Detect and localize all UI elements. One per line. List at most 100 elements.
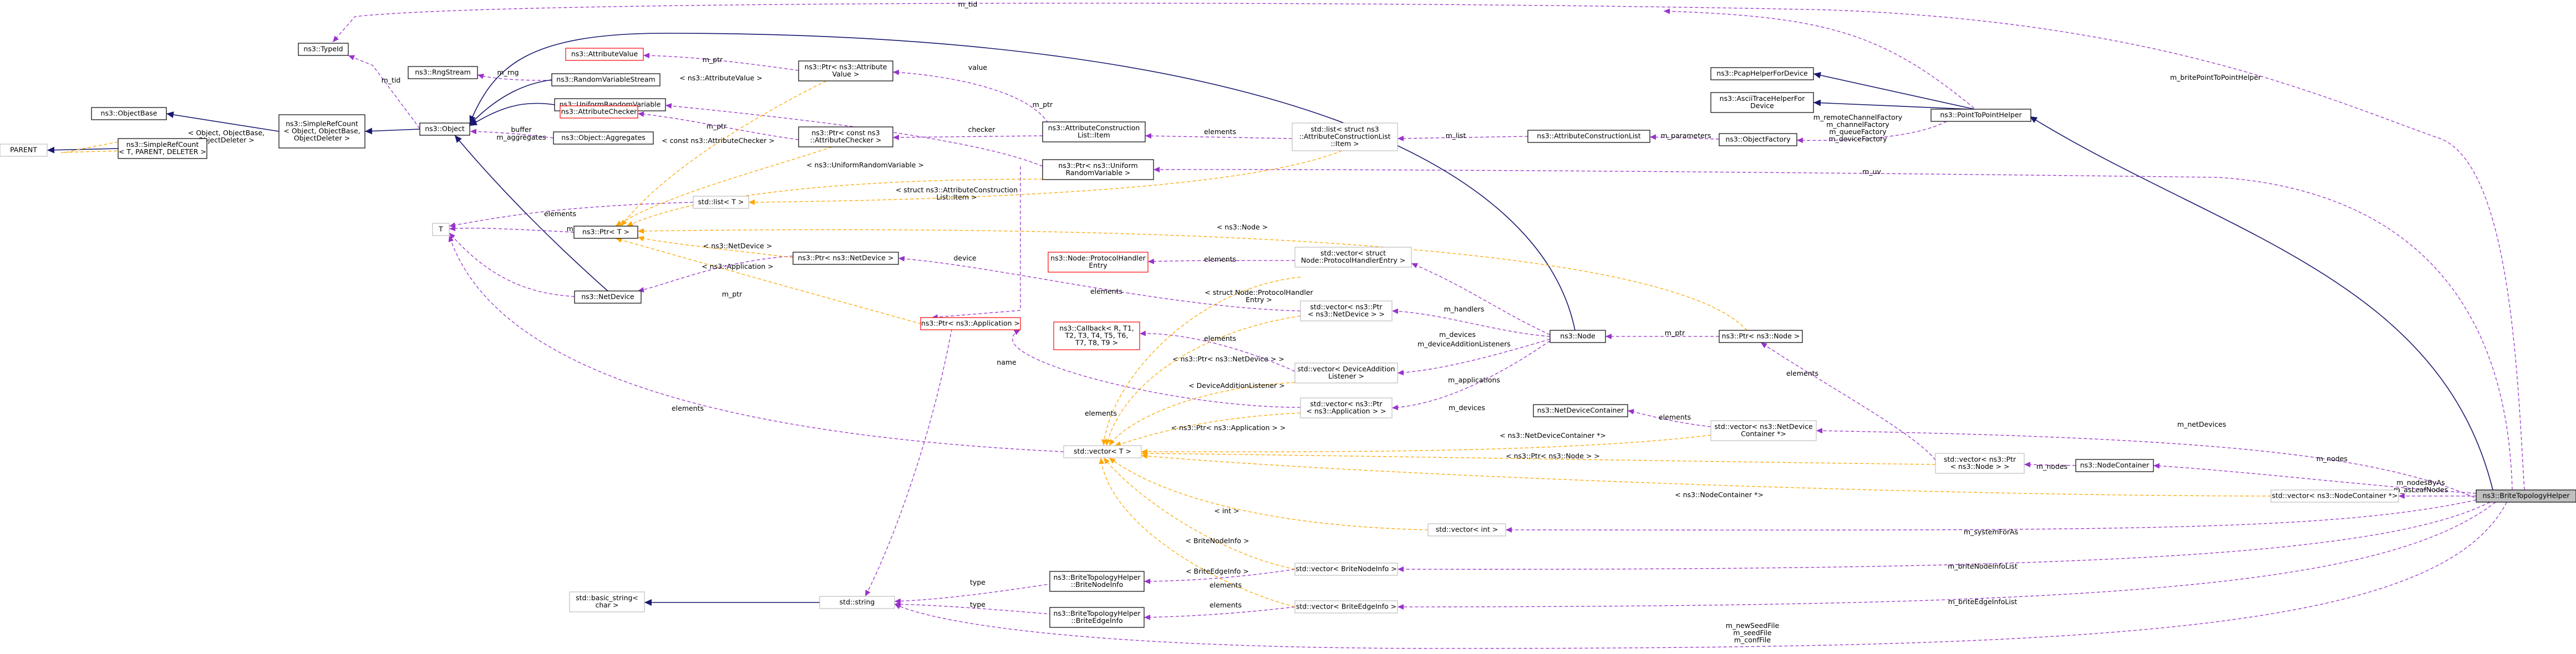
class-node-list-t[interactable]: std::list< T > [693, 196, 749, 209]
class-node-nodecontainer[interactable]: ns3::NodeContainer [2075, 459, 2154, 472]
usage-edge-38 [448, 235, 1064, 452]
class-node-ptr-app[interactable]: ns3::Ptr< ns3::Application > [920, 317, 1021, 330]
template-edge-67 [1114, 412, 1301, 447]
class-node-box [298, 43, 349, 56]
class-node-randvarstream[interactable]: ns3::RandomVariableStream [551, 73, 660, 86]
edge-label-m-handlers: m_handlers [1444, 305, 1485, 313]
class-node-label: ns3::Ptr< ns3::Application > [921, 319, 1020, 328]
class-node-aggregates[interactable]: ns3::Object::Aggregates [553, 131, 654, 145]
usage-edge-26 [1391, 340, 1551, 411]
class-node-attrvalue[interactable]: ns3::AttributeValue [565, 48, 644, 61]
class-node-ptr-attrval[interactable]: ns3::Ptr< ns3::AttributeValue > [798, 60, 893, 81]
edge-label-m-parameters: m_parameters [1661, 131, 1711, 140]
class-node-typeid[interactable]: ns3::TypeId [298, 43, 349, 56]
class-node-attrconstlist[interactable]: ns3::AttributeConstructionList [1527, 130, 1650, 143]
inheritance-edge-50 [47, 146, 119, 154]
usage-edge-7 [1145, 133, 1293, 139]
class-node-vec-devadd[interactable]: std::vector< DeviceAdditionListener > [1294, 362, 1398, 384]
class-node-ringstream[interactable]: ns3::RngStream [408, 66, 478, 79]
class-node-basic-string[interactable]: std::basic_string<char > [569, 591, 645, 612]
class-node-object[interactable]: ns3::Object [419, 122, 470, 136]
class-node-ptr-t[interactable]: ns3::Ptr< T > [573, 226, 638, 239]
class-node-britenodeinfo[interactable]: ns3::BriteTopologyHelper::BriteNodeInfo [1049, 571, 1145, 592]
class-node-string[interactable]: std::string [819, 596, 895, 609]
class-node-vec-netdevcontainer[interactable]: std::vector< ns3::NetDeviceContainer *> [1710, 420, 1817, 441]
class-node-ptr-urv[interactable]: ns3::Ptr< ns3::UniformRandomVariable > [1042, 159, 1154, 180]
class-node-label: char > [595, 601, 618, 609]
class-node-vec-briteedge[interactable]: std::vector< BriteEdgeInfo > [1294, 600, 1398, 614]
inheritance-edge-51 [364, 127, 420, 135]
class-node-vec-ptr-netdev[interactable]: std::vector< ns3::Ptr< ns3::NetDevice > … [1300, 300, 1393, 321]
class-node-box [1053, 321, 1140, 350]
class-node-list-item[interactable]: std::list< struct ns3::AttributeConstruc… [1292, 122, 1398, 151]
class-node-attrchecker[interactable]: ns3::AttributeChecker [560, 105, 638, 119]
class-node-vec-t[interactable]: std::vector< T > [1063, 445, 1142, 458]
edge-label-elements5: elements [1204, 334, 1236, 343]
class-node-label: std::vector< DeviceAddition [1297, 365, 1395, 373]
template-edge-69 [1141, 451, 1936, 465]
class-node-label: ns3::BriteTopologyHelper [1053, 573, 1141, 581]
edge-label-type2: type [970, 600, 985, 609]
class-node-netdevcontainer[interactable]: ns3::NetDeviceContainer [1533, 404, 1628, 417]
class-node-objectbase[interactable]: ns3::ObjectBase [91, 107, 167, 120]
class-node-label: std::list< struct ns3 [1310, 125, 1379, 134]
class-node-box [1294, 563, 1398, 576]
edge-label-m-nodes1: m_nodes [2036, 462, 2067, 471]
class-node-label: ns3::TypeId [303, 45, 343, 53]
class-node-t[interactable]: T [432, 223, 450, 236]
edge-label-m-devaddlisteners: m_deviceAdditionListeners [1417, 340, 1511, 348]
class-node-label: Container *> [1741, 430, 1786, 438]
class-node-ptr-node[interactable]: ns3::Ptr< ns3::Node > [1719, 330, 1803, 343]
class-node-briteedgeinfo[interactable]: ns3::BriteTopologyHelper::BriteEdgeInfo [1049, 607, 1145, 628]
class-node-ptr-netdev[interactable]: ns3::Ptr< ns3::NetDevice > [792, 252, 899, 265]
usage-edge-35 [894, 502, 2507, 649]
class-node-box [792, 252, 899, 265]
class-node-pcaphelper[interactable]: ns3::PcapHelperForDevice [1710, 67, 1814, 80]
class-node-label: ns3::SimpleRefCount [286, 120, 358, 128]
class-node-label: ::BriteEdgeInfo [1071, 616, 1122, 625]
class-node-ptr-attrchecker[interactable]: ns3::Ptr< const ns3::AttributeChecker > [798, 126, 893, 147]
class-node-box [1063, 445, 1142, 458]
class-node-node[interactable]: ns3::Node [1549, 330, 1606, 343]
class-node-protohandler[interactable]: ns3::Node::ProtocolHandlerEntry [1048, 252, 1149, 273]
usage-edge-5 [637, 111, 799, 140]
class-node-label: ::BriteNodeInfo [1071, 580, 1123, 589]
class-node-simplerefcount2[interactable]: ns3::SimpleRefCount< T, PARENT, DELETER … [118, 138, 207, 159]
class-node-box [1549, 330, 1606, 343]
usage-edge-33 [1397, 502, 2491, 573]
class-node-vec-britenode[interactable]: std::vector< BriteNodeInfo > [1294, 563, 1398, 576]
class-node-attrconstlist-item[interactable]: ns3::AttributeConstructionList::Item [1042, 121, 1146, 142]
class-node-callback[interactable]: ns3::Callback< R, T1,T2, T3, T4, T5, T6,… [1053, 321, 1140, 350]
class-node-objectfactory[interactable]: ns3::ObjectFactory [1719, 133, 1797, 146]
class-node-label: < ns3::Node > > [1950, 462, 2010, 471]
usage-edge-14 [470, 129, 554, 139]
class-node-label: T7, T8, T9 > [1075, 339, 1118, 347]
usage-edge-36 [1816, 428, 2485, 503]
class-node-vec-int[interactable]: std::vector< int > [1427, 523, 1506, 537]
class-node-box [1930, 109, 2031, 122]
class-node-vec-protohandler[interactable]: std::vector< structNode::ProtocolHandler… [1294, 247, 1412, 268]
class-node-p2phelper[interactable]: ns3::PointToPointHelper [1930, 109, 2031, 122]
usage-edge-22 [1139, 330, 1295, 372]
class-node-vec-ptr-app[interactable]: std::vector< ns3::Ptr< ns3::Application … [1300, 397, 1393, 418]
class-node-parent[interactable]: PARENT [0, 144, 48, 157]
class-node-label: ns3::NetDeviceContainer [1537, 406, 1624, 415]
edge-label-elements9: elements [672, 404, 704, 412]
class-node-vec-nodecontainer[interactable]: std::vector< ns3::NodeContainer *> [2270, 489, 2399, 503]
class-node-label: ns3::Ptr< ns3::Attribute [805, 63, 887, 71]
class-node-label: std::vector< ns3::Ptr [1310, 303, 1383, 311]
class-node-box [1527, 130, 1650, 143]
class-node-brite[interactable]: ns3::BriteTopologyHelper [2476, 489, 2576, 503]
edge-label-t-application: < ns3::Application > [702, 262, 774, 270]
edge-label-m-briteedgeinfolist: m_briteEdgeInfoList [1948, 597, 2018, 606]
edge-label-m-ptr3: m_ptr [707, 122, 727, 130]
class-node-label: Value > [832, 70, 860, 78]
class-node-label: ns3::Ptr< const ns3 [811, 129, 880, 137]
class-node-netdevice[interactable]: ns3::NetDevice [574, 290, 642, 304]
edge-label-device: device [953, 254, 976, 262]
class-node-vec-ptr-node[interactable]: std::vector< ns3::Ptr< ns3::Node > > [1935, 453, 2025, 474]
usage-edge-12 [477, 73, 552, 81]
class-node-simplerefcount[interactable]: ns3::SimpleRefCount< Object, ObjectBase,… [278, 114, 365, 149]
usage-edge-17 [449, 232, 575, 297]
